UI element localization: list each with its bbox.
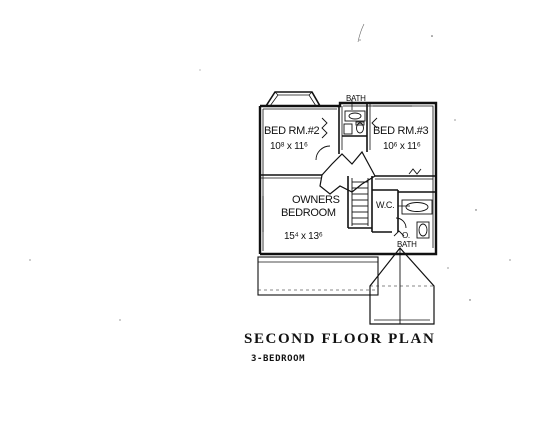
windows xyxy=(259,102,412,232)
gable-roof xyxy=(369,247,435,325)
scan-stroke xyxy=(357,23,365,43)
doors xyxy=(315,117,422,237)
owner-bath-label-line2: BATH xyxy=(397,240,417,249)
bay-window xyxy=(264,91,322,107)
hall-opening xyxy=(319,150,376,195)
interior-walls xyxy=(260,104,436,233)
owners-label-line2: BEDROOM xyxy=(281,207,336,219)
stairs xyxy=(351,178,369,226)
bed-rm-2-label: BED RM.#2 xyxy=(264,125,320,137)
wic-label: W.C. xyxy=(376,200,395,210)
porch-roof xyxy=(257,256,379,296)
owner-bath-label-line1: O. xyxy=(402,231,410,240)
plan-title: SECOND FLOOR PLAN xyxy=(244,331,436,347)
owners-dims: 15⁴ x 13⁶ xyxy=(284,231,323,242)
plan-subtitle: 3-BEDROOM xyxy=(251,354,306,364)
owners-label-line1: OWNERS xyxy=(292,194,340,206)
owner-bath-fixtures xyxy=(401,199,433,239)
bath-label: BATH xyxy=(346,94,366,103)
bed-rm-2-dims: 10⁸ x 11⁶ xyxy=(270,141,308,152)
bath-fixtures xyxy=(343,110,366,135)
bed-rm-3-label: BED RM.#3 xyxy=(373,125,429,137)
bed-rm-3-dims: 10⁶ x 11⁶ xyxy=(383,141,421,152)
scan-noise xyxy=(29,35,511,321)
